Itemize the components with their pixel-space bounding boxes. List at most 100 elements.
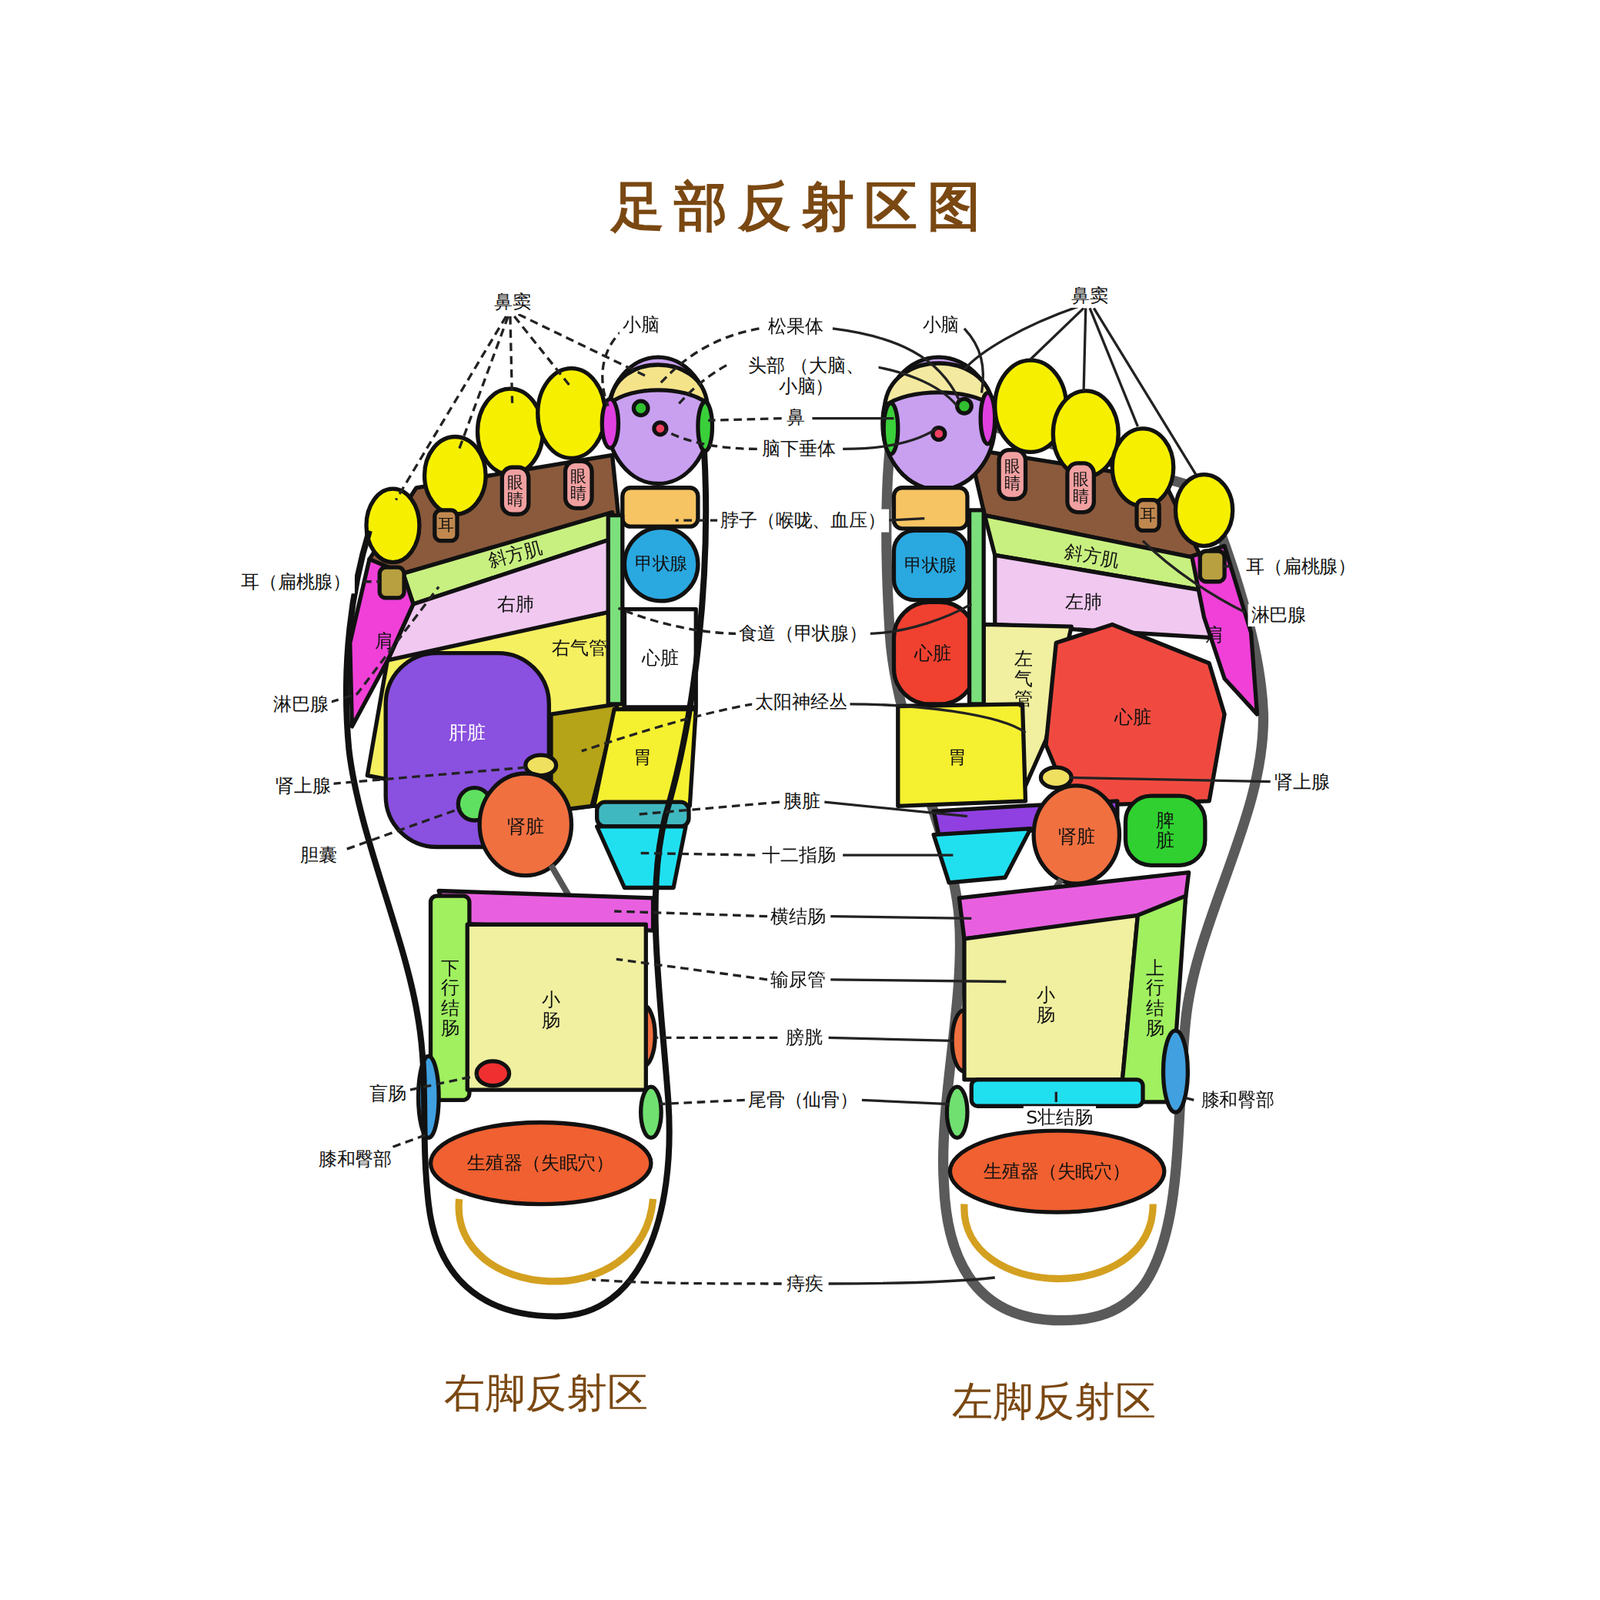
left-foot-art — [1125, 795, 1205, 866]
left-foot-art — [971, 1079, 1143, 1106]
callout-label: 盲肠 — [366, 1082, 410, 1106]
callout-label: 鼻窦 — [1068, 284, 1112, 308]
left-foot-art — [1136, 500, 1160, 532]
reflex-zone: 心脏 — [911, 640, 953, 666]
left-foot-art — [1033, 785, 1119, 884]
left-foot-art — [1199, 551, 1225, 582]
leader-solid — [848, 704, 1026, 733]
callout-label: 肾上腺 — [272, 774, 335, 797]
zone-label: 斜方肌 — [485, 536, 545, 572]
callout-label: 耳（扁桃腺） — [237, 570, 355, 593]
leader-solid — [830, 979, 1006, 983]
reflex-zone: 右肺 — [494, 591, 536, 617]
leader-dashed — [347, 808, 461, 849]
callout-label: 鼻窦 — [491, 290, 535, 314]
callout-label: 输尿管 — [767, 968, 829, 991]
callout-label: 淋巴腺 — [1248, 604, 1310, 627]
leader-dashed — [659, 1099, 745, 1104]
reflex-zone: 左肺 — [1063, 589, 1105, 615]
callout-label: 脖子（喉咙、血压） — [717, 509, 889, 532]
left-foot-art — [893, 530, 967, 600]
leader-solid — [1142, 541, 1246, 613]
left-foot-art — [964, 1204, 1153, 1280]
right-foot-art — [610, 364, 708, 404]
zone-label: 胃 — [633, 746, 652, 768]
leader-solid — [861, 1099, 949, 1104]
leader-solid — [869, 604, 973, 634]
zone-label: 肩 — [374, 630, 394, 652]
leader-solid — [811, 306, 1270, 1284]
leader-solid — [1069, 777, 1271, 782]
reflex-zone: 生殖器（失眠穴） — [982, 1159, 1133, 1185]
leader-dashed — [581, 704, 754, 752]
foot-caption: 右脚反射区 — [444, 1364, 649, 1421]
reflex-zone: 肾脏 — [1055, 824, 1097, 850]
right-foot-art — [366, 488, 420, 562]
leader-dashed — [332, 767, 527, 784]
right-foot-art — [607, 515, 623, 705]
callout-label: 膝和臀部 — [315, 1148, 395, 1171]
zone-label: 耳 — [1139, 506, 1156, 525]
reflex-zone: 眼睛 — [504, 470, 526, 512]
callout-label: 淋巴腺 — [270, 692, 332, 715]
right-foot-art — [476, 1061, 509, 1086]
leader-solid — [964, 306, 1080, 370]
leader-solid — [1055, 1092, 1058, 1103]
callout-label: 肾上腺 — [1271, 770, 1333, 793]
zone-label: 左气管 — [1014, 648, 1033, 710]
left-foot-art — [969, 510, 985, 705]
callout-label: 头部 （大脑、小脑） — [733, 353, 879, 398]
reflex-zone: 眼睛 — [568, 464, 590, 505]
reflex-zone: 下行结肠 — [438, 955, 461, 1041]
right-foot-art — [430, 1122, 652, 1204]
leader-dashed — [395, 316, 506, 501]
zone-label: 生殖器（失眠穴） — [467, 1152, 615, 1174]
callout-label: 胆囊 — [297, 844, 341, 867]
callout-label: 小脑 — [619, 313, 663, 336]
leader-dashed — [664, 430, 757, 450]
callout-label: 耳（扁桃腺） — [1242, 554, 1360, 578]
right-foot-art — [346, 448, 706, 1317]
callout-label: 小脑 — [919, 313, 963, 336]
leader-dashed — [602, 328, 625, 407]
zone-label: 右肺 — [497, 593, 535, 615]
left-foot-art — [1112, 428, 1174, 507]
zone-label: 右气管 — [551, 637, 608, 659]
right-foot-art — [601, 398, 618, 448]
zone-label: 眼睛 — [570, 467, 587, 504]
reflex-zone: 肩 — [372, 627, 395, 654]
leader-dashed — [617, 607, 737, 634]
diagram-title: 足部反射区图 — [611, 171, 991, 244]
reflex-zone: 右气管 — [550, 634, 610, 661]
left-foot-art — [893, 601, 976, 705]
callout-label: 痔疾 — [783, 1272, 827, 1295]
leader-solid — [830, 916, 972, 919]
reflex-zone: 斜方肌 — [485, 541, 545, 567]
callout-label: 食道（甲状腺） — [735, 622, 871, 645]
leader-dashed — [657, 1036, 778, 1039]
zone-label: 上行结肠 — [1145, 957, 1165, 1039]
callout-label: 鼻 — [783, 406, 809, 429]
leader-solid — [1093, 307, 1196, 475]
right-foot-art — [346, 448, 706, 1317]
leader-solid — [842, 853, 953, 856]
leader-solid — [865, 365, 957, 407]
reflex-zone: 眼睛 — [1070, 467, 1092, 508]
leader-solid — [811, 417, 894, 420]
leader-dashed — [614, 911, 768, 917]
foot-region: 左脚反射区眼睛眼睛耳斜方肌甲状腺左肺肩心脏左气管心脏胃脾脏肾脏小肠上行结肠生殖器… — [875, 341, 1276, 1434]
leader-dashed — [459, 316, 509, 449]
right-foot-art — [379, 567, 405, 598]
right-foot-art — [434, 510, 458, 542]
callout-label: 膝和臀部 — [1198, 1088, 1278, 1112]
left-foot-art — [998, 450, 1026, 500]
zone-label: 甲状腺 — [904, 556, 957, 577]
left-foot-art — [882, 357, 996, 490]
right-foot-art — [537, 368, 606, 459]
leader-dashed — [330, 313, 782, 1284]
leader-solid — [1083, 307, 1086, 391]
reflex-zone: 胃 — [631, 744, 655, 770]
reflex-zone: 生殖器（失眠穴） — [465, 1150, 617, 1176]
zone-label: 脾脏 — [1155, 810, 1175, 851]
